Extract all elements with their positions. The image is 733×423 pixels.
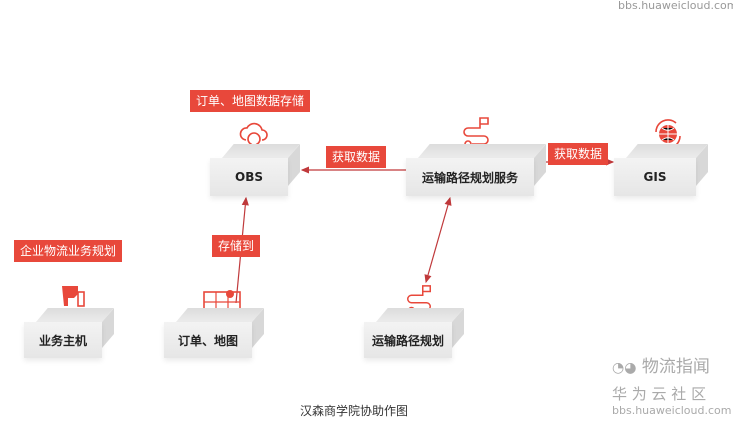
node-route-plan: 运输路径规划 xyxy=(364,308,464,358)
globe-icon xyxy=(655,119,681,149)
tag-store-to: 存储到 xyxy=(212,235,261,257)
watermark-url: bbs.huaweicloud.com xyxy=(612,404,732,417)
tag-fetch-left: 获取数据 xyxy=(326,146,387,168)
node-obs-label: OBS xyxy=(210,158,288,196)
node-route-service-label: 运输路径规划服务 xyxy=(406,158,534,196)
tag-enterprise: 企业物流业务规划 xyxy=(14,240,123,262)
tag-obs-store: 订单、地图数据存储 xyxy=(190,90,311,112)
node-gis: GIS xyxy=(614,144,708,196)
watermark: ◔◕ 物流指闻 华 为 云 社 区 bbs.huaweicloud.com xyxy=(612,352,731,417)
arrow-service-routeplan xyxy=(424,196,452,284)
top-watermark: bbs.huaweicloud.com xyxy=(618,0,733,12)
node-route-plan-label: 运输路径规划 xyxy=(364,322,452,358)
caption: 汉森商学院协助作图 xyxy=(300,404,409,418)
wechat-icon: ◔◕ xyxy=(612,360,637,376)
node-obs: OBS xyxy=(210,144,300,196)
node-order-map-label: 订单、地图 xyxy=(164,322,252,358)
node-host: 业务主机 xyxy=(24,308,114,358)
tag-fetch-right: 获取数据 xyxy=(548,143,609,165)
watermark-brand: 华 为 云 社 区 xyxy=(612,385,707,403)
node-host-label: 业务主机 xyxy=(24,322,102,358)
business-host-icon xyxy=(62,286,85,307)
node-order-map: 订单、地图 xyxy=(164,308,264,358)
node-route-service: 运输路径规划服务 xyxy=(406,144,546,196)
watermark-wechat: 物流指闻 xyxy=(641,357,710,377)
node-gis-label: GIS xyxy=(614,158,696,196)
